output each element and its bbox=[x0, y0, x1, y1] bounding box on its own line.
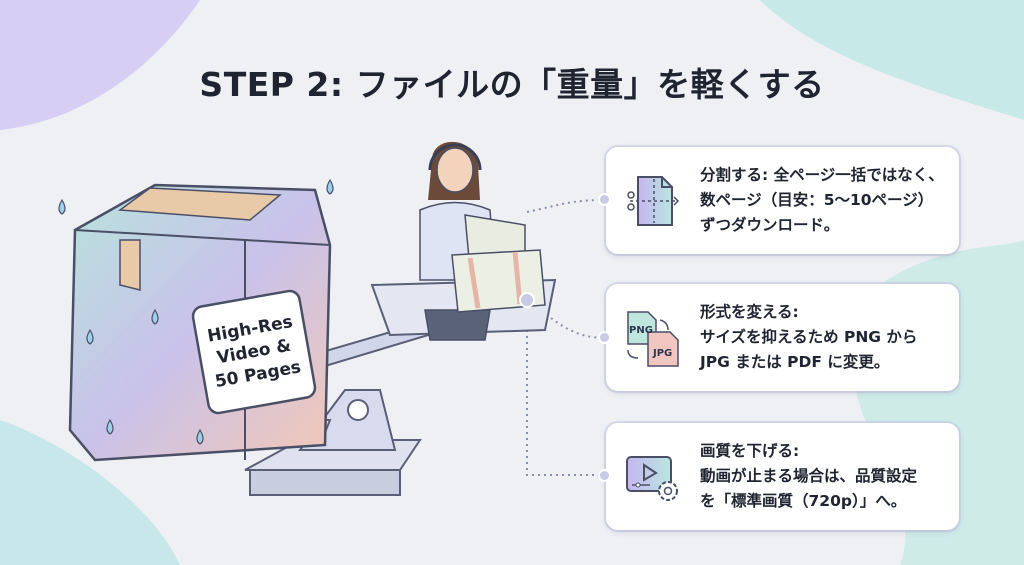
scissors-split-icon bbox=[627, 175, 680, 226]
tip-line: 画質を下げる: bbox=[700, 442, 800, 460]
tip-line: 動画が止まる場合は、品質設定 bbox=[700, 467, 918, 485]
video-settings-icon bbox=[626, 455, 678, 501]
tip-line: 数ページ（目安：5〜10ページ） bbox=[700, 191, 934, 209]
connector-dot bbox=[598, 193, 611, 206]
tip-card-quality: 画質を下げる: 動画が止まる場合は、品質設定 を「標準画質（720p）」へ。 bbox=[606, 423, 959, 530]
tip-line: 分割する: 全ページ一括ではなく、 bbox=[700, 166, 944, 184]
connector-dot bbox=[598, 469, 611, 482]
jpg-badge: JPG bbox=[652, 348, 672, 359]
tip-line: サイズを抑えるため PNG から bbox=[700, 328, 918, 346]
connector-dot bbox=[598, 331, 611, 344]
tip-card-format: PNG JPG 形式を変える: サイズを抑えるため PNG から JPG または… bbox=[606, 284, 959, 391]
tip-line: を「標準画質（720p）」へ。 bbox=[700, 492, 907, 510]
page-title: STEP 2: ファイルの「重量」を軽くする bbox=[199, 65, 825, 104]
tip-line: ずつダウンロード。 bbox=[700, 216, 840, 234]
png-badge: PNG bbox=[629, 325, 653, 336]
tip-line: JPG または PDF に変更。 bbox=[700, 353, 890, 371]
tip-card-split: 分割する: 全ページ一括ではなく、 数ページ（目安：5〜10ページ） ずつダウン… bbox=[606, 147, 959, 254]
support-person bbox=[419, 141, 546, 341]
tip-line: 形式を変える: bbox=[700, 303, 799, 321]
png-to-jpg-icon: PNG JPG bbox=[627, 310, 679, 367]
heavy-box: High-Res Video & 50 Pages bbox=[58, 178, 334, 462]
